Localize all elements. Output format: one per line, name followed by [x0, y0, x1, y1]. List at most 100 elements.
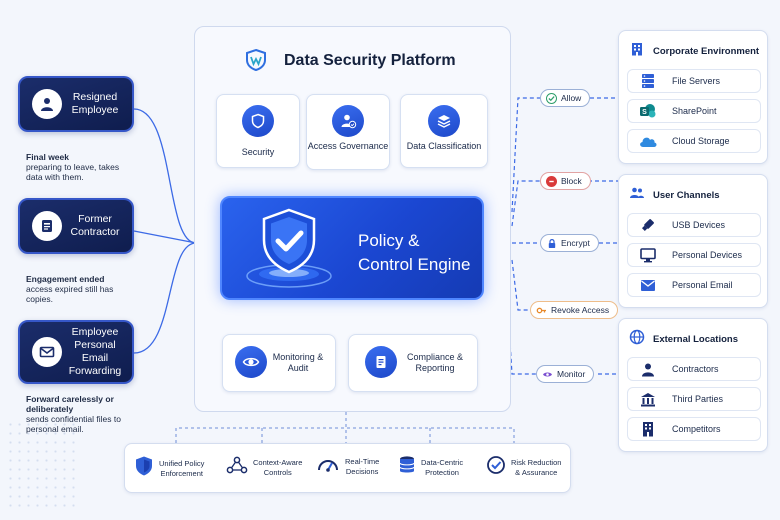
list-item-label: Personal Devices — [672, 250, 743, 260]
user-icon — [32, 89, 62, 119]
threat-label: Resigned Employee — [71, 91, 119, 116]
threat-desc-bold: Forward carelessly or deliberately — [26, 394, 114, 414]
action-allow[interactable]: Allow — [540, 89, 591, 107]
list-item-contractors[interactable]: Contractors — [627, 357, 761, 381]
list-item-label: Competitors — [672, 424, 721, 434]
panel-title: External Locations — [653, 334, 738, 345]
capability-label: Access Governance — [307, 141, 389, 151]
list-item-sharepoint[interactable]: S SharePoint — [627, 99, 761, 123]
shield-check-icon — [240, 204, 338, 297]
person-icon — [638, 360, 658, 378]
threat-desc-bold: Engagement ended — [26, 274, 105, 284]
threat-desc-bold: Final week — [26, 152, 69, 162]
server-icon — [638, 72, 658, 90]
shield-icon — [134, 455, 154, 482]
action-label: Block — [561, 176, 582, 186]
usb-icon — [638, 216, 658, 234]
report-document-icon — [365, 346, 397, 378]
list-item-file-servers[interactable]: File Servers — [627, 69, 761, 93]
user-check-icon — [332, 105, 364, 137]
threat-desc-text: sends confidential files to personal ema… — [26, 414, 121, 434]
office-building-icon — [638, 420, 658, 438]
list-item-label: Contractors — [672, 364, 719, 374]
panel-title: User Channels — [653, 190, 720, 201]
list-item-label: SharePoint — [672, 106, 717, 116]
threat-description: Engagement ended access expired still ha… — [26, 274, 136, 304]
envelope-icon — [638, 276, 658, 294]
outcome-line1: Risk Reduction — [511, 457, 562, 467]
engine-title-line1: Policy & — [358, 231, 420, 250]
brand-logo-icon — [244, 48, 268, 77]
outcome-line1: Data-Centric — [421, 457, 464, 467]
capability-label: Compliance & Reporting — [406, 352, 464, 373]
capability-label: Monitoring & Audit — [272, 352, 324, 373]
threat-card-personal-email-forwarding[interactable]: Employee Personal Email Forwarding — [18, 320, 134, 384]
panel-title: Corporate Environment — [653, 46, 760, 57]
list-item-personal-email[interactable]: Personal Email — [627, 273, 761, 297]
monitor-icon — [638, 246, 658, 264]
check-circle-icon — [486, 455, 506, 480]
eye-icon — [542, 369, 553, 380]
svg-text:S: S — [642, 109, 647, 116]
action-monitor[interactable]: Monitor — [536, 365, 595, 383]
bank-icon — [638, 390, 658, 408]
panel-corporate-environment: Corporate Environment File Servers S Sha… — [618, 30, 768, 164]
action-encrypt[interactable]: Encrypt — [540, 234, 599, 252]
outcome-line2: Enforcement — [160, 468, 203, 478]
list-item-competitors[interactable]: Competitors — [627, 417, 761, 441]
engine-title-line2: Control Engine — [358, 255, 471, 274]
threat-description: Final week preparing to leave, takes dat… — [26, 152, 136, 182]
panel-header: Corporate Environment — [629, 41, 759, 62]
speedometer-icon — [316, 455, 340, 478]
action-label: Allow — [561, 93, 582, 103]
action-label: Encrypt — [561, 238, 590, 248]
outcome-line1: Real-Time — [345, 456, 380, 466]
capability-label: Data Classification — [406, 141, 482, 151]
outcome-line2: Controls — [263, 467, 292, 477]
list-item-third-parties[interactable]: Third Parties — [627, 387, 761, 411]
outcome-line2: Protection — [425, 467, 459, 477]
threat-desc-text: access expired still has copies. — [26, 284, 114, 304]
list-item-label: Third Parties — [672, 394, 724, 404]
threat-card-former-contractor[interactable]: Former Contractor — [18, 198, 134, 254]
outcome-line2: & Assurance — [515, 467, 558, 477]
globe-icon — [629, 329, 645, 350]
action-label: Revoke Access — [551, 305, 610, 315]
network-nodes-icon — [226, 455, 248, 480]
list-item-usb-devices[interactable]: USB Devices — [627, 213, 761, 237]
platform-title: Data Security Platform — [284, 52, 456, 69]
key-icon — [536, 305, 547, 316]
outcome-risk-reduction: Risk Reduction& Assurance — [486, 455, 561, 480]
policy-control-engine[interactable] — [220, 196, 484, 300]
dot-pattern — [6, 420, 76, 510]
threat-label: Former Contractor — [70, 213, 120, 238]
list-item-personal-devices[interactable]: Personal Devices — [627, 243, 761, 267]
outcomes-bar — [124, 443, 571, 493]
lock-icon — [546, 238, 557, 249]
threat-card-resigned-employee[interactable]: Resigned Employee — [18, 76, 134, 132]
action-block[interactable]: Block — [540, 172, 591, 190]
outcome-line2: Decisions — [345, 466, 379, 476]
threat-description: Forward carelessly or deliberately sends… — [26, 394, 136, 434]
list-item-cloud-storage[interactable]: Cloud Storage — [627, 129, 761, 153]
cloud-icon — [638, 132, 658, 150]
block-icon — [546, 176, 557, 187]
threat-desc-text: preparing to leave, takes data with them… — [26, 162, 120, 182]
list-item-label: File Servers — [672, 76, 721, 86]
database-icon — [398, 455, 416, 480]
list-item-label: USB Devices — [672, 220, 726, 230]
list-item-label: Cloud Storage — [672, 136, 730, 146]
check-icon — [546, 93, 557, 104]
users-icon — [629, 185, 645, 206]
panel-external-locations: External Locations Contractors Third Par… — [618, 318, 768, 452]
outcome-label: Risk Reduction& Assurance — [511, 458, 561, 478]
action-revoke-access[interactable]: Revoke Access — [530, 301, 619, 319]
